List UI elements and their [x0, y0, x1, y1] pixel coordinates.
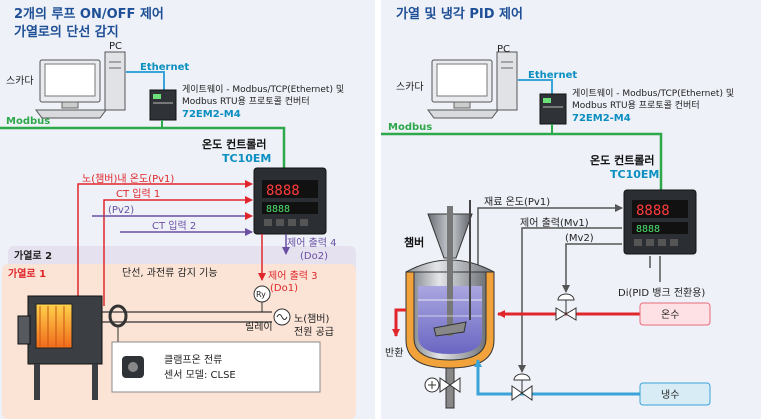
right-gateway-line1: 게이트웨이 - Modbus/TCP(Ethernet) 및 [572, 87, 734, 99]
right-title: 가열 및 냉각 PID 제어 [396, 6, 523, 22]
chamber-icon [405, 206, 495, 409]
left-modbus-label: Modbus [6, 116, 50, 127]
left-ethernet-line [126, 71, 165, 90]
right-controller-model: TC10EM [610, 168, 659, 181]
ry-label: Ry [256, 290, 266, 299]
left-gateway-line1: 게이트웨이 - Modbus/TCP(Ethernet) 및 [182, 83, 344, 95]
left-scada-label: 스카다 [6, 75, 34, 87]
svg-text:8888: 8888 [266, 204, 290, 215]
sig-pv1: 노(챔버)내 온도(Pv1) [82, 173, 174, 185]
power-label-line2: 전원 공급 [294, 326, 334, 338]
svg-text:8888: 8888 [266, 183, 300, 199]
left-pc-label: PC [109, 41, 122, 52]
clamp-label-line2: 센서 모델: CLSE [164, 369, 236, 381]
sig-pv2: (Pv2) [108, 205, 134, 216]
right-scada-label: 스카다 [396, 81, 424, 93]
cold-water-line [474, 359, 640, 396]
right-controller-name: 온도 컨트롤러 [590, 153, 655, 167]
svg-text:8888: 8888 [636, 224, 660, 235]
cold-water-label: 냉수 [661, 389, 679, 401]
svg-text:8888: 8888 [636, 203, 670, 219]
pv1-line [77, 180, 253, 300]
power-supply-icon [273, 308, 291, 326]
material-temp-line [477, 204, 623, 268]
gateway-icon [149, 89, 177, 121]
left-title-line2: 가열로의 단선 감지 [14, 24, 119, 40]
left-gateway-line2: Modbus RTU용 프로토콜 컨버터 [182, 96, 310, 107]
valve-icon [555, 293, 577, 321]
sig-out3: 제어 출력 3 [268, 270, 318, 282]
left-gateway-model: 72EM2-M4 [182, 109, 241, 120]
relay-icon [253, 285, 271, 312]
furnace-icon [17, 295, 103, 400]
left-title-line1: 2개의 루프 ON/OFF 제어 [14, 6, 164, 22]
controller-icon: 8888 8888 [623, 189, 697, 255]
valve-icon [439, 377, 461, 393]
right-ethernet-label: Ethernet [528, 70, 577, 81]
pc-icon [427, 51, 518, 119]
furnace2-label: 가열로 2 [14, 249, 52, 262]
left-controller-name: 온도 컨트롤러 [202, 137, 267, 151]
right-gateway-model: 72EM2-M4 [572, 113, 631, 124]
valve-icon [511, 373, 533, 401]
sig-ct1: CT 입력 1 [116, 187, 160, 200]
sig-do2: (Do2) [300, 251, 328, 262]
power-label-line1: 노(챔버) [294, 313, 330, 325]
mv2-label: (Mv2) [565, 233, 594, 244]
pump-icon [424, 377, 440, 393]
sig-do1: (Do1) [270, 283, 298, 294]
clamp-label-line1: 클램프온 전류 [164, 354, 222, 366]
left-controller-model: TC10EM [222, 152, 271, 165]
furnace1-label: 가열로 1 [8, 267, 46, 280]
chamber-label: 챔버 [404, 235, 424, 249]
control-out-label: 제어 출력(Mv1) [520, 217, 589, 229]
return-label: 반환 [385, 347, 403, 359]
ct1-line [103, 196, 253, 306]
sig-out4: 제어 출력 4 [287, 237, 337, 249]
mv2-line [562, 243, 622, 293]
right-modbus-label: Modbus [388, 122, 432, 133]
right-pc-label: PC [497, 44, 510, 55]
right-ethernet-line [518, 79, 553, 94]
hot-water-box [639, 302, 711, 326]
cold-water-box [639, 382, 711, 406]
sig-ct2: CT 입력 2 [152, 219, 196, 232]
sig-detect: 단선, 과전류 감지 기능 [122, 267, 218, 279]
di-label: Di(PID 뱅크 전환용) [618, 287, 705, 299]
right-gateway-line2: Modbus RTU용 프로토콜 컨버터 [572, 100, 700, 111]
mv1-line [518, 227, 622, 373]
return-line [392, 308, 406, 337]
left-ethernet-label: Ethernet [140, 62, 189, 73]
clamp-box [111, 341, 321, 393]
material-temp-label: 재료 온도(Pv1) [484, 196, 550, 208]
left-modbus-line [0, 126, 286, 168]
controller-icon: 8888 8888 [253, 167, 327, 235]
hot-water-label: 온수 [661, 309, 679, 321]
gateway-icon [539, 93, 567, 125]
clamp-sensor-icon [122, 356, 144, 378]
pc-icon [35, 51, 126, 119]
relay-label: 릴레이 [245, 320, 273, 333]
right-modbus-line [381, 132, 663, 190]
